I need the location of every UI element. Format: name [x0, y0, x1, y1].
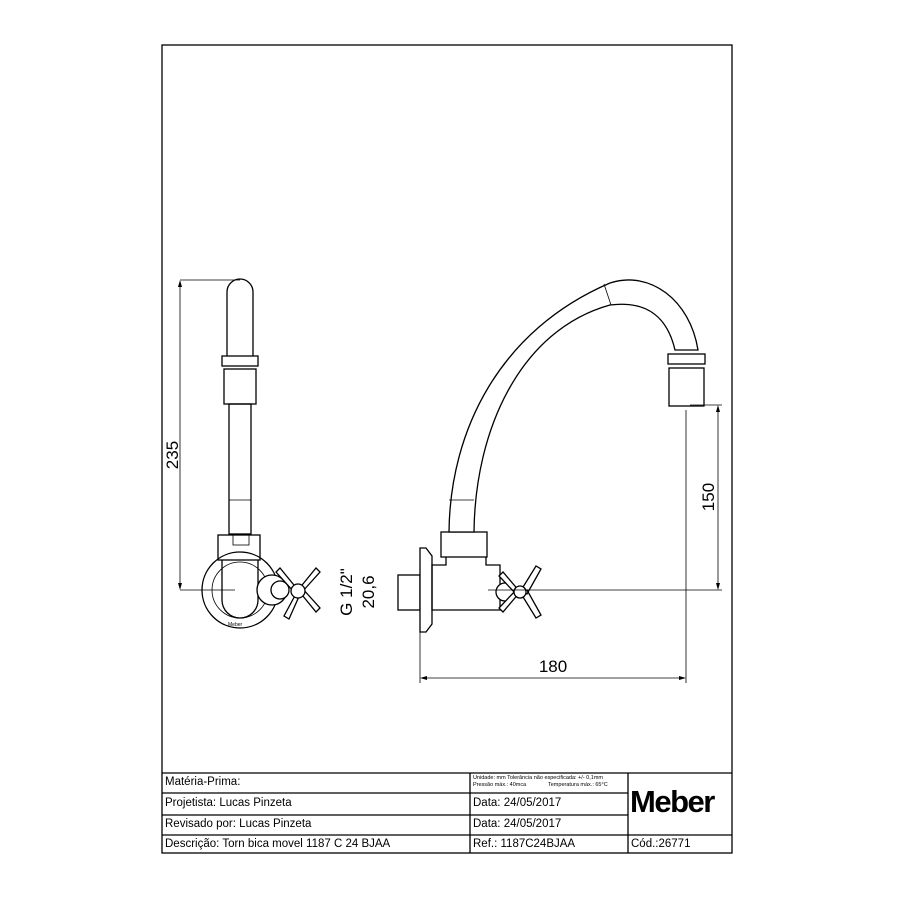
drawing-frame — [161, 44, 733, 854]
ref-label: Ref.: — [473, 838, 498, 850]
dimension-inlet: 20,6 — [359, 575, 378, 608]
projetista-label: Projetista: — [165, 797, 217, 809]
data1-value: 24/05/2017 — [503, 797, 562, 809]
data1-label: Data: — [473, 797, 501, 809]
side-view-brand: Meber — [228, 622, 243, 628]
data2-value: 24/05/2017 — [503, 818, 562, 830]
side-view: Meber 235 — [163, 278, 321, 629]
revisado-value: Lucas Pinzeta — [239, 818, 312, 830]
cod-label: Cód.: — [631, 838, 659, 850]
dimension-150: 150 — [699, 483, 718, 511]
cod-value: 26771 — [658, 838, 691, 850]
notes-line1: Unidade: mm Tolerância não especificada:… — [473, 775, 603, 781]
dimension-235: 235 — [163, 441, 182, 469]
notes-line2: Pressão máx.: 40mca — [473, 782, 527, 788]
descricao-label: Descrição: — [165, 838, 220, 850]
dimension-thread: G 1/2" — [337, 568, 356, 616]
front-view: 180 150 G 1/2" 20,6 — [337, 279, 722, 683]
materia-prima-label: Matéria-Prima: — [165, 776, 241, 788]
dimension-180: 180 — [539, 657, 567, 676]
title-block-grid — [162, 772, 732, 853]
meber-logo: Meber — [630, 784, 715, 819]
projetista-value: Lucas Pinzeta — [219, 797, 292, 809]
descricao-value: Torn bica movel 1187 C 24 BJAA — [222, 838, 391, 850]
notes-line3: Temperatura máx.: 65°C — [548, 782, 608, 788]
ref-value: 1187C24BJAA — [500, 838, 576, 850]
data2-label: Data: — [473, 818, 501, 830]
revisado-label: Revisado por: — [165, 818, 236, 830]
